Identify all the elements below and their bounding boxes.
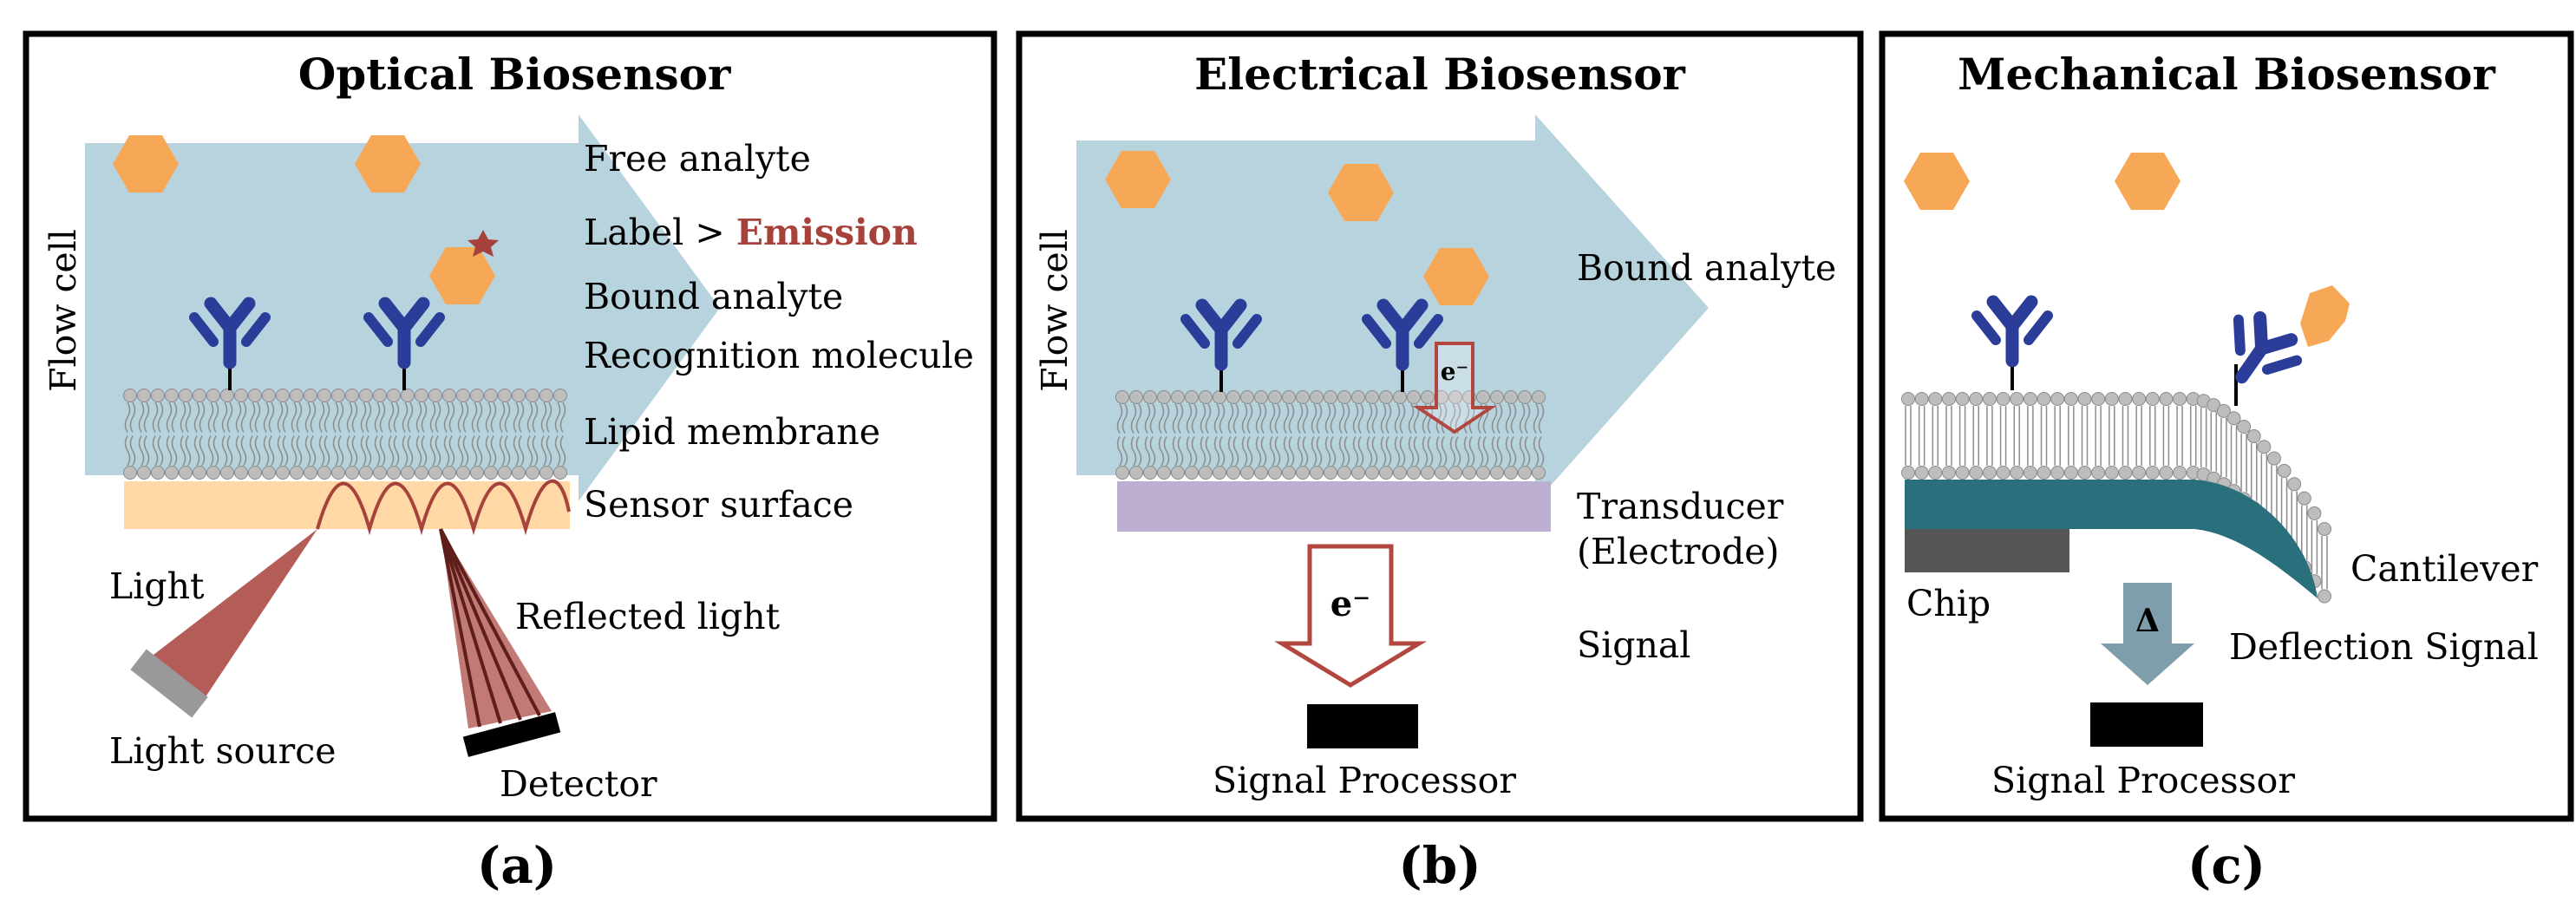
light-source-label: Light source xyxy=(109,730,336,772)
deflection-signal-label: Deflection Signal xyxy=(2229,626,2539,668)
bound-analyte-label: Bound analyte xyxy=(1577,247,1836,289)
emission-label: Emission xyxy=(736,212,918,253)
wave-icon xyxy=(316,479,571,536)
light-label: Light xyxy=(109,565,205,607)
hexagon-icon xyxy=(1423,248,1489,305)
lipid-membrane xyxy=(123,389,567,480)
signal-processor-label: Signal Processor xyxy=(1213,760,1516,801)
panel-frame xyxy=(23,30,997,822)
signal-processor-icon xyxy=(1307,704,1418,748)
hexagon-icon xyxy=(2300,285,2350,347)
panel-electrical: Electrical Biosensor Flow cell e⁻ e⁻ xyxy=(1016,30,1864,895)
free-analyte-label: Free analyte xyxy=(584,138,811,180)
lipid-membrane-label: Lipid membrane xyxy=(584,411,880,453)
panel-mechanical: Mechanical Biosensor Δ Chip Cantilever D… xyxy=(1879,30,2574,895)
reflected-light-beam xyxy=(439,528,561,757)
reflected-light-label: Reflected light xyxy=(515,596,781,637)
antibody-icon xyxy=(1367,305,1438,392)
antibody-icon xyxy=(194,304,265,390)
flow-cell-label: Flow cell xyxy=(42,229,84,392)
flow-arrow xyxy=(85,114,720,501)
svg-text:e⁻: e⁻ xyxy=(1441,357,1469,386)
transducer-label: Transducer xyxy=(1577,486,1784,527)
electron-arrow-large: e⁻ xyxy=(1274,544,1427,688)
panel-optical: Optical Biosensor Flow cell xyxy=(23,30,997,895)
lipid-membrane xyxy=(1115,390,1546,480)
panel-letter: (b) xyxy=(1398,836,1481,895)
panel-title: Optical Biosensor xyxy=(298,49,731,100)
label-emission-text: Label > Emission xyxy=(584,212,918,253)
chip-icon xyxy=(1905,529,2069,572)
cantilever xyxy=(1905,480,2318,598)
panel-letter: (a) xyxy=(477,836,557,895)
antibody-icon xyxy=(2213,309,2305,406)
sensor-surface xyxy=(124,481,570,529)
panel-frame xyxy=(1016,30,1864,822)
detector-label: Detector xyxy=(500,763,657,805)
hexagon-icon xyxy=(1105,151,1171,208)
panel-frame xyxy=(1879,30,2574,822)
hexagon-icon xyxy=(1328,164,1394,221)
hexagon-icon xyxy=(2115,153,2180,210)
detector-icon xyxy=(462,712,561,757)
signal-processor-icon xyxy=(2090,702,2203,747)
panel-letter: (c) xyxy=(2187,836,2265,895)
signal-label: Signal xyxy=(1577,624,1690,666)
flow-cell-label: Flow cell xyxy=(1034,229,1076,392)
bound-analyte-label: Bound analyte xyxy=(584,276,843,317)
panel-title: Electrical Biosensor xyxy=(1194,49,1685,100)
signal-processor-label: Signal Processor xyxy=(1991,760,2295,801)
sensor-surface-label: Sensor surface xyxy=(584,484,853,526)
delta-arrow: Δ xyxy=(2101,583,2194,685)
antibody-icon xyxy=(369,304,440,390)
svg-text:Δ: Δ xyxy=(2135,603,2160,639)
electrode-label: (Electrode) xyxy=(1577,531,1780,572)
hexagon-icon xyxy=(1904,153,1970,210)
antibody-icon xyxy=(1977,302,2048,390)
star-icon xyxy=(467,230,499,257)
hexagon-icon xyxy=(429,247,495,304)
incident-light-beam xyxy=(130,529,317,718)
svg-text:e⁻: e⁻ xyxy=(1330,584,1371,624)
hexagon-icon xyxy=(355,135,421,193)
recognition-molecule-label: Recognition molecule xyxy=(584,335,974,376)
chip-label: Chip xyxy=(1906,583,1991,624)
light-source-icon xyxy=(130,649,208,718)
electron-arrow-small: e⁻ xyxy=(1412,342,1497,434)
hexagon-icon xyxy=(113,135,179,193)
cantilever-label: Cantilever xyxy=(2350,548,2539,590)
antibody-icon xyxy=(1186,305,1257,392)
electrode xyxy=(1117,481,1551,532)
panel-title: Mechanical Biosensor xyxy=(1958,49,2495,100)
